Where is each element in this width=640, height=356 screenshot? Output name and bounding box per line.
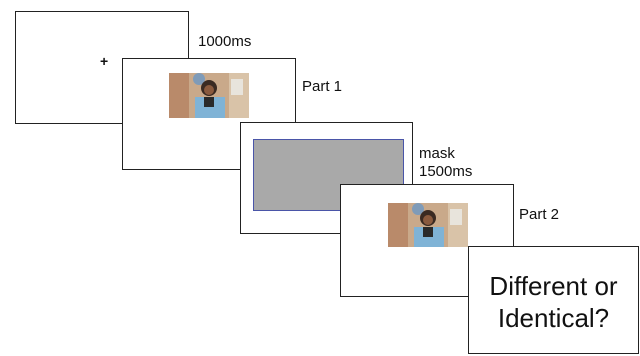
part2-frame	[340, 184, 514, 297]
child-holding-toy-photo	[169, 73, 249, 118]
question-line-1: Different or	[489, 271, 618, 301]
question-line-2: Identical?	[497, 303, 610, 333]
part1-label: Part 1	[302, 78, 343, 95]
child-holding-toy-photo	[388, 203, 468, 247]
part2-label: Part 2	[519, 206, 560, 223]
part1-frame	[122, 58, 296, 170]
mask-duration-label: 1500ms	[419, 163, 473, 180]
question-frame: Different or Identical?	[468, 246, 639, 354]
mask-frame	[240, 122, 413, 234]
fixation-duration-label: 1000ms	[198, 33, 252, 50]
photo-scene	[169, 73, 249, 118]
photo-scene	[388, 203, 468, 247]
fixation-cross: +	[100, 53, 109, 69]
mask-label: mask	[419, 145, 455, 162]
